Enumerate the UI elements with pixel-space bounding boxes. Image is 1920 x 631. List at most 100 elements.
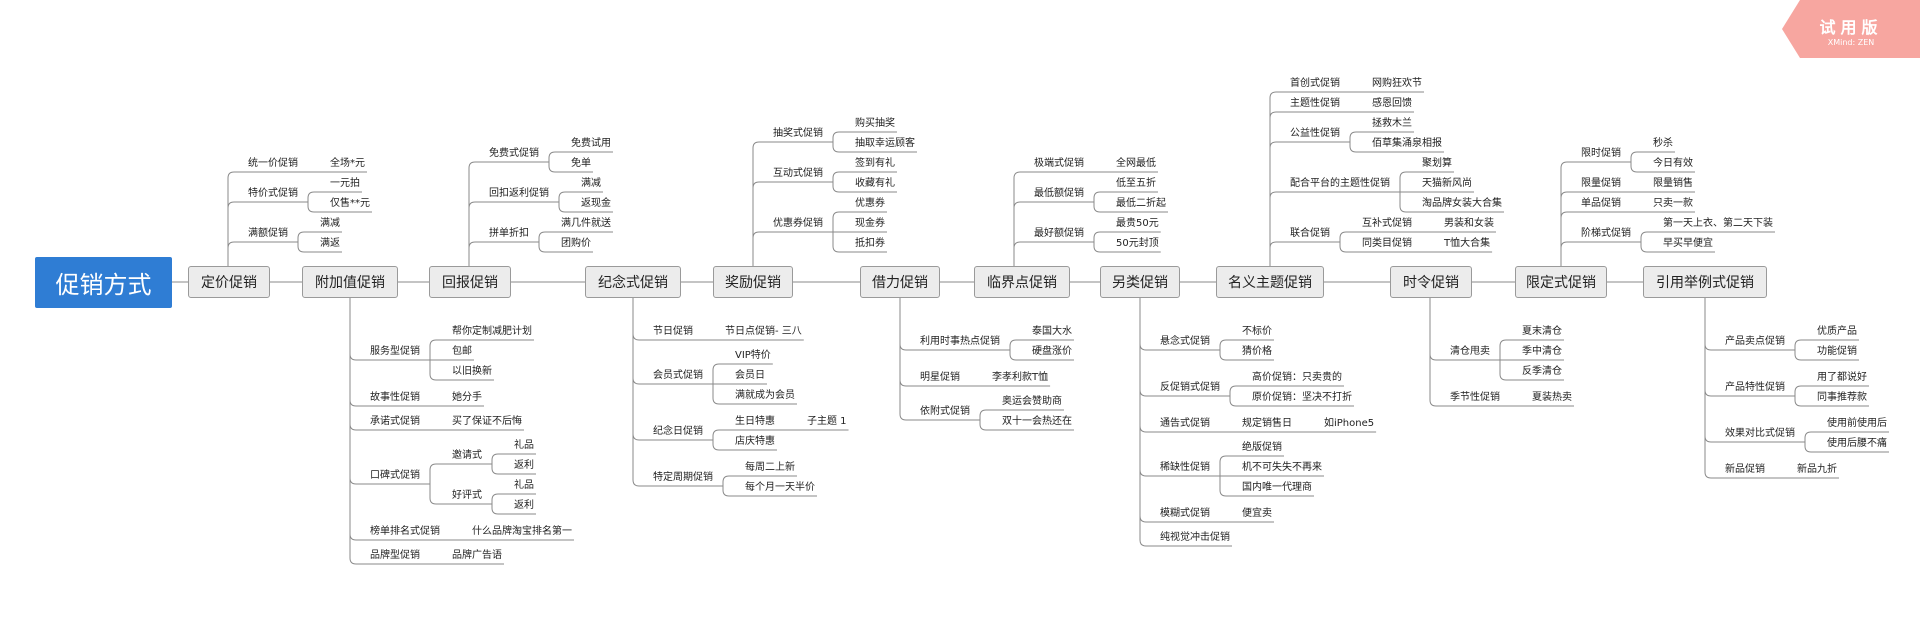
branch-2-item-child-child[interactable]: 礼品 [513,440,534,451]
branch-2-item-child[interactable]: 她分手 [451,392,482,403]
branch-5-item[interactable]: 抽奖式促销 [773,128,823,139]
branch-2-item-child[interactable]: 好评式 [451,490,482,501]
branch-3-item[interactable]: 免费式促销 [489,148,539,159]
root-topic[interactable]: 促销方式 [35,257,172,308]
branch-6-item-child[interactable]: 硬盘涨价 [1031,346,1072,357]
branch-12-item[interactable]: 效果对比式促销 [1725,428,1795,439]
branch-5-item[interactable]: 互动式促销 [773,168,823,179]
branch-2-item-child-child[interactable]: 礼品 [513,480,534,491]
branch-4-item-child[interactable]: 满就成为会员 [734,390,795,401]
branch-1-item-child[interactable]: 全场*元 [329,158,365,169]
branch-3-item-child[interactable]: 满几件就送 [560,218,611,229]
branch-8-item[interactable]: 反促销式促销 [1160,382,1220,393]
branch-12-item-child[interactable]: 用了都说好 [1816,372,1867,383]
branch-2-item[interactable]: 承诺式促销 [370,416,420,427]
branch-2-item-child[interactable]: 以旧换新 [451,366,492,377]
branch-5-item-child[interactable]: 抽取幸运顾客 [854,138,915,149]
branch-9-item[interactable]: 配合平台的主题性促销 [1290,178,1390,189]
branch-6-item-child[interactable]: 泰国大水 [1031,326,1072,337]
topic-8[interactable]: 另类促销 [1100,266,1180,298]
branch-4-item-child-child[interactable]: 子主题 1 [806,416,847,427]
branch-11-item[interactable]: 限时促销 [1581,148,1621,159]
topic-9[interactable]: 名义主题促销 [1216,266,1324,298]
branch-9-item[interactable]: 首创式促销 [1290,78,1340,89]
branch-5-item-child[interactable]: 购买抽奖 [854,118,895,129]
branch-8-item[interactable]: 通告式促销 [1160,418,1210,429]
branch-7-item[interactable]: 最低额促销 [1034,188,1084,199]
topic-1[interactable]: 定价促销 [188,266,270,298]
topic-2[interactable]: 附加值促销 [302,266,398,298]
branch-11-item-child[interactable]: 秒杀 [1652,138,1673,149]
branch-5-item-child[interactable]: 签到有礼 [854,158,895,169]
branch-11-item-child[interactable]: 限量销售 [1652,178,1693,189]
topic-3[interactable]: 回报促销 [429,266,511,298]
branch-8-item-child[interactable]: 不标价 [1241,326,1272,337]
branch-6-item[interactable]: 明星促销 [920,372,960,383]
branch-9-item-child[interactable]: 感恩回馈 [1371,98,1412,109]
branch-1-item[interactable]: 统一价促销 [248,158,298,169]
branch-6-item-child[interactable]: 奥运会赞助商 [1001,396,1062,407]
topic-6[interactable]: 借力促销 [860,266,940,298]
branch-1-item-child[interactable]: 满减 [319,218,340,229]
branch-10-item-child[interactable]: 反季清仓 [1521,366,1562,377]
branch-10-item[interactable]: 季节性促销 [1450,392,1500,403]
branch-9-item-child[interactable]: 同类目促销 [1361,238,1412,249]
branch-8-item[interactable]: 纯视觉冲击促销 [1160,532,1230,543]
branch-11-item-child[interactable]: 只卖一款 [1652,198,1693,209]
branch-4-item[interactable]: 会员式促销 [653,370,703,381]
branch-10-item[interactable]: 清仓甩卖 [1450,346,1490,357]
branch-5-item-child[interactable]: 收藏有礼 [854,178,895,189]
branch-7-item[interactable]: 极端式促销 [1034,158,1084,169]
branch-11-item[interactable]: 单品促销 [1581,198,1621,209]
branch-4-item-child[interactable]: 节日点促销- 三八 [724,326,802,337]
branch-2-item[interactable]: 口碑式促销 [370,470,420,481]
branch-9-item-child[interactable]: 天猫新风尚 [1421,178,1472,189]
branch-3-item-child[interactable]: 免费试用 [570,138,611,149]
branch-7-item-child[interactable]: 最低二折起 [1115,198,1166,209]
branch-12-item-child[interactable]: 功能促销 [1816,346,1857,357]
branch-8-item[interactable]: 模糊式促销 [1160,508,1210,519]
branch-9-item[interactable]: 公益性促销 [1290,128,1340,139]
branch-9-item-child[interactable]: 互补式促销 [1361,218,1412,229]
branch-10-item-child[interactable]: 季中清仓 [1521,346,1562,357]
branch-12-item-child[interactable]: 使用后腰不痛 [1826,438,1887,449]
topic-5[interactable]: 奖励促销 [713,266,793,298]
branch-8-item-child[interactable]: 国内唯一代理商 [1241,482,1312,493]
branch-11-item-child[interactable]: 今日有效 [1652,158,1693,169]
branch-8-item[interactable]: 悬念式促销 [1160,336,1210,347]
branch-9-item-child[interactable]: 网购狂欢节 [1371,78,1422,89]
branch-2-item-child[interactable]: 帮你定制减肥计划 [451,326,532,337]
branch-8-item-child[interactable]: 机不可失失不再来 [1241,462,1322,473]
branch-7-item-child[interactable]: 50元封顶 [1115,238,1159,249]
branch-3-item-child[interactable]: 免单 [570,158,591,169]
branch-3-item[interactable]: 回扣返利促销 [489,188,549,199]
branch-4-item-child[interactable]: 生日特惠 [734,416,775,427]
branch-8-item-child[interactable]: 绝版促销 [1241,442,1282,453]
branch-2-item[interactable]: 榜单排名式促销 [370,526,440,537]
branch-3-item-child[interactable]: 团购价 [560,238,591,249]
branch-4-item-child[interactable]: VIP特价 [734,350,771,361]
branch-9-item-child[interactable]: 聚划算 [1421,158,1452,169]
branch-5-item[interactable]: 优惠券促销 [773,218,823,229]
branch-11-item[interactable]: 阶梯式促销 [1581,228,1631,239]
branch-1-item-child[interactable]: 仅售**元 [329,198,370,209]
branch-2-item[interactable]: 品牌型促销 [370,550,420,561]
branch-7-item-child[interactable]: 低至五折 [1115,178,1156,189]
branch-9-item-child-child[interactable]: 男装和女装 [1443,218,1494,229]
branch-6-item[interactable]: 依附式促销 [920,406,970,417]
branch-9-item-child-child[interactable]: T恤大合集 [1443,238,1491,249]
branch-9-item[interactable]: 联合促销 [1290,228,1330,239]
branch-1-item[interactable]: 满额促销 [248,228,288,239]
branch-12-item-child[interactable]: 同事推荐款 [1816,392,1867,403]
branch-2-item[interactable]: 故事性促销 [370,392,420,403]
topic-7[interactable]: 临界点促销 [974,266,1070,298]
branch-1-item[interactable]: 特价式促销 [248,188,298,199]
branch-7-item[interactable]: 最好额促销 [1034,228,1084,239]
branch-2-item-child-child[interactable]: 返利 [513,500,534,511]
branch-4-item[interactable]: 纪念日促销 [653,426,703,437]
branch-10-item-child[interactable]: 夏装热卖 [1531,392,1572,403]
branch-8-item-child[interactable]: 猜价格 [1241,346,1272,357]
branch-8-item-child-child[interactable]: 如iPhone5 [1323,418,1375,429]
branch-6-item-child[interactable]: 双十一会热还在 [1001,416,1072,427]
branch-6-item[interactable]: 利用时事热点促销 [920,336,1000,347]
